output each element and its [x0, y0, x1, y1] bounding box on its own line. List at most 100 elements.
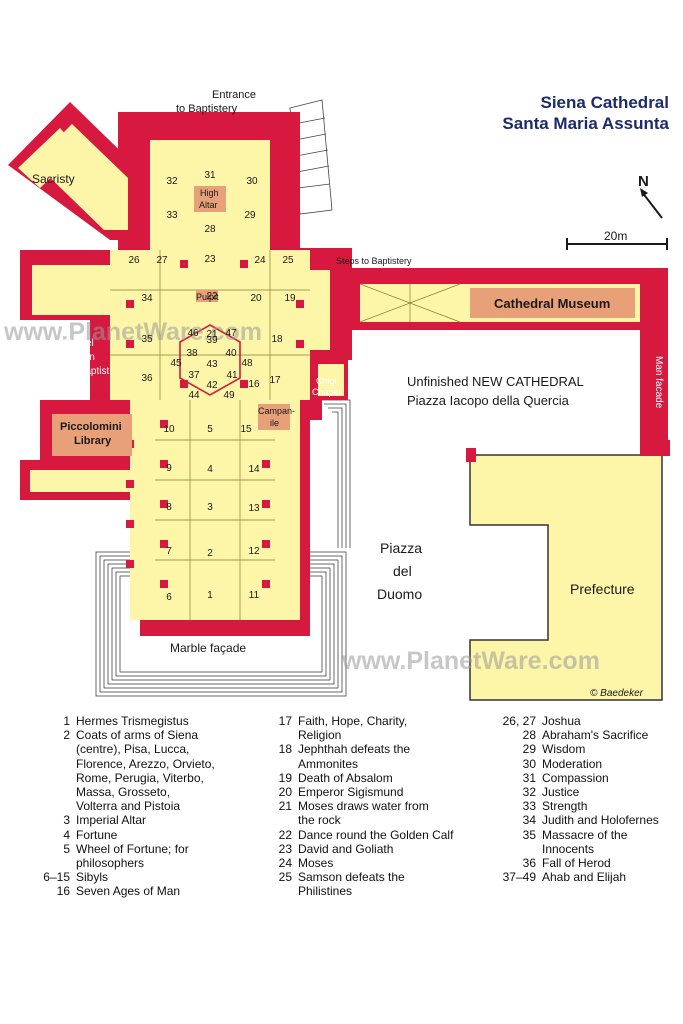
- legend-text: Justice: [542, 785, 580, 800]
- legend-text: Samson defeats the: [298, 870, 405, 885]
- svg-text:46: 46: [187, 328, 199, 339]
- svg-text:High: High: [200, 188, 219, 198]
- svg-text:32: 32: [166, 176, 178, 187]
- svg-text:1: 1: [207, 590, 213, 601]
- legend-item: 2 Coats of arms of Siena: [30, 728, 250, 742]
- legend-text: Coats of arms of Siena: [76, 728, 199, 743]
- legend-text: Volterra and Pistoia: [76, 799, 181, 814]
- legend-item: Philistines: [246, 884, 466, 898]
- svg-text:of John: of John: [62, 352, 95, 363]
- svg-text:www.PlanetWare.com: www.PlanetWare.com: [3, 318, 262, 346]
- legend-number: 6–15: [43, 870, 70, 885]
- svg-text:www.PlanetWare.com: www.PlanetWare.com: [341, 647, 600, 675]
- svg-text:40: 40: [225, 348, 237, 359]
- svg-text:14: 14: [248, 464, 260, 475]
- legend-text: Philistines: [298, 884, 353, 899]
- svg-text:29: 29: [244, 210, 256, 221]
- svg-text:Chapel: Chapel: [312, 387, 341, 397]
- svg-text:33: 33: [166, 210, 178, 221]
- legend-text: Death of Absalom: [298, 770, 393, 785]
- svg-text:Sacristy: Sacristy: [32, 172, 75, 186]
- svg-text:Library: Library: [74, 435, 112, 447]
- legend-number: 19: [278, 770, 292, 785]
- legend-item: Massa, Grosseto,: [30, 785, 250, 799]
- legend-text: Compassion: [542, 770, 609, 785]
- legend-number: 2: [63, 728, 70, 743]
- legend-number: 34: [522, 813, 536, 828]
- svg-text:26: 26: [128, 255, 140, 266]
- legend-number: 36: [522, 856, 536, 871]
- sacristy-room: [18, 128, 80, 188]
- svg-text:© Baedeker: © Baedeker: [590, 688, 644, 699]
- legend-number: [30, 799, 76, 813]
- svg-text:41: 41: [226, 370, 238, 381]
- legend-text: (centre), Pisa, Lucca,: [76, 742, 190, 757]
- museum-room: [470, 288, 635, 318]
- legend-number: 3: [63, 813, 70, 828]
- svg-text:the Baptist: the Baptist: [62, 366, 109, 377]
- legend-text: Moderation: [542, 756, 603, 771]
- legend-number: [246, 757, 298, 771]
- legend-number: 29: [522, 742, 536, 757]
- legend-text: Sibyls: [76, 870, 109, 885]
- svg-text:Duomo: Duomo: [377, 586, 422, 602]
- legend-text: Seven Ages of Man: [76, 884, 181, 899]
- legend-text: Joshua: [542, 714, 581, 728]
- legend-text: Imperial Altar: [76, 813, 147, 828]
- legend-text: Ammonites: [298, 756, 359, 771]
- piccolomini-room: [52, 414, 132, 456]
- legend-number: 1: [63, 714, 70, 728]
- legend-text: Abraham's Sacrifice: [542, 728, 649, 743]
- legend-number: 22: [278, 827, 292, 842]
- legend-item: the rock: [246, 813, 466, 827]
- compass: N: [638, 173, 663, 219]
- svg-text:16: 16: [248, 379, 260, 390]
- map-title-line2: Santa Maria Assunta: [502, 114, 669, 133]
- legend-text: David and Goliath: [298, 841, 394, 856]
- legend-number: [30, 856, 76, 870]
- legend-text: Massacre of the: [542, 827, 628, 842]
- svg-text:49: 49: [223, 390, 235, 401]
- legend-text: Jephthah defeats the: [298, 742, 411, 757]
- svg-text:42: 42: [206, 380, 218, 391]
- legend-number: 28: [522, 728, 536, 743]
- legend-text: Faith, Hope, Charity,: [298, 714, 408, 728]
- svg-text:37: 37: [188, 370, 200, 381]
- legend-text: Wheel of Fortune; for: [76, 841, 189, 856]
- legend-item: Florence, Arezzo, Orvieto,: [30, 757, 250, 771]
- svg-text:12: 12: [248, 546, 260, 557]
- legend-number: 37–49: [502, 870, 536, 885]
- svg-text:31: 31: [204, 170, 216, 181]
- svg-text:23: 23: [204, 254, 216, 265]
- legend-item: Innocents: [476, 842, 676, 856]
- legend-number: 23: [278, 841, 292, 856]
- svg-text:3: 3: [207, 502, 213, 513]
- svg-text:15: 15: [240, 424, 252, 435]
- legend-number: 17: [278, 714, 292, 728]
- svg-text:22: 22: [206, 291, 218, 302]
- rooms: [52, 186, 635, 456]
- legend-text: Florence, Arezzo, Orvieto,: [76, 756, 215, 771]
- svg-text:del: del: [393, 563, 412, 579]
- legend-text: Emperor Sigismund: [298, 785, 404, 800]
- legend-number: [30, 742, 76, 756]
- svg-text:47: 47: [225, 328, 237, 339]
- legend-item: (centre), Pisa, Lucca,: [30, 742, 250, 756]
- svg-text:24: 24: [254, 255, 266, 266]
- map-labels: Entrance to Baptistery Sacristy High Alt…: [32, 89, 664, 699]
- svg-text:19: 19: [284, 293, 296, 304]
- pulpit-box: [196, 290, 218, 302]
- legend-text: Innocents: [542, 841, 595, 856]
- legend-number: 4: [63, 827, 70, 842]
- svg-text:8: 8: [166, 502, 172, 513]
- svg-text:28: 28: [204, 224, 216, 235]
- legend-number: 33: [522, 799, 536, 814]
